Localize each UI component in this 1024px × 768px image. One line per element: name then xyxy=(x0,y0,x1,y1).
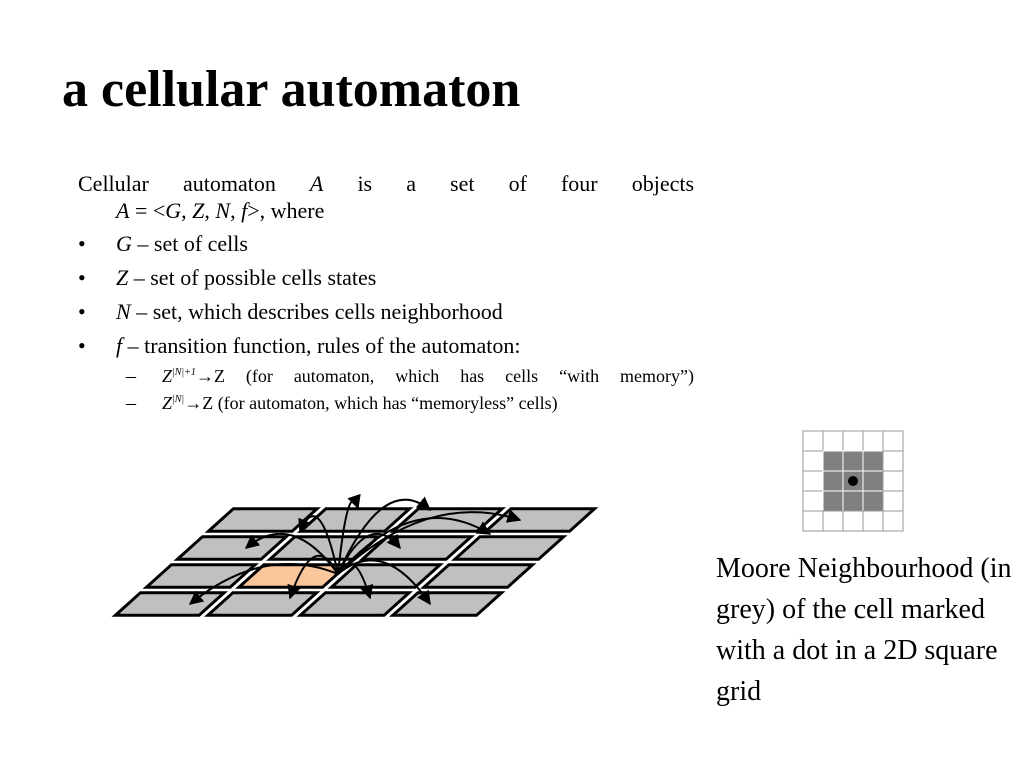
moore-grid-cell xyxy=(882,510,904,532)
moore-neighbourhood-grid xyxy=(802,430,904,532)
moore-grid-cell xyxy=(822,430,844,452)
bullet-marker: • xyxy=(78,299,86,324)
perspective-grid-diagram xyxy=(111,493,599,617)
sub-item-with-memory: – Z|N|+1→Z (for automaton, which has cel… xyxy=(126,365,694,387)
moore-grid-cell xyxy=(802,430,824,452)
transition-arrow xyxy=(298,515,339,575)
grid-cell xyxy=(451,535,568,561)
grid-cell xyxy=(389,591,506,617)
transition-arrow xyxy=(337,559,431,606)
moore-grid-cell xyxy=(822,510,844,532)
grid-cell xyxy=(420,563,537,589)
center-cell xyxy=(235,563,352,589)
moore-grid-cell xyxy=(862,510,884,532)
moore-neighbour-cell xyxy=(862,490,884,512)
transition-arrow xyxy=(337,493,361,575)
grid-cell xyxy=(296,591,413,617)
transition-arrow xyxy=(337,516,492,575)
bullet-item: • G – set of cells xyxy=(78,231,248,256)
grid-cell xyxy=(173,535,290,561)
transition-arrow xyxy=(244,533,339,575)
moore-neighbour-cell xyxy=(862,470,884,492)
bullet-item: • Z – set of possible cells states xyxy=(78,265,377,290)
moore-grid-cell xyxy=(802,490,824,512)
moore-grid-cell xyxy=(882,430,904,452)
sub-item-memoryless: – Z|N|→Z (for automaton, which has “memo… xyxy=(126,392,558,414)
moore-neighbour-cell xyxy=(822,450,844,472)
moore-neighbour-cell xyxy=(822,490,844,512)
moore-neighbour-cell xyxy=(842,490,864,512)
bullet-marker: • xyxy=(78,265,86,290)
sub-bullet-marker: – xyxy=(126,365,136,387)
moore-grid-cell xyxy=(842,510,864,532)
bullet-item: • f – transition function, rules of the … xyxy=(78,333,521,358)
moore-caption: Moore Neighbourhood (in grey) of the cel… xyxy=(716,553,1012,707)
intro-line-1: Cellular automaton A is a set of four ob… xyxy=(78,171,695,196)
transition-arrow xyxy=(337,496,432,575)
moore-neighbour-cell xyxy=(842,450,864,472)
bullet-item: • N – set, which describes cells neighbo… xyxy=(78,299,503,324)
definition-text: Cellular automaton A is a set of four ob… xyxy=(78,170,694,420)
moore-grid-cell xyxy=(862,430,884,452)
grid-cell xyxy=(358,535,475,561)
moore-grid-cell xyxy=(882,450,904,472)
transition-arrow xyxy=(337,509,522,575)
moore-grid-cell xyxy=(802,470,824,492)
slide-title: a cellular automaton xyxy=(62,61,521,118)
moore-grid-cell xyxy=(842,430,864,452)
moore-grid-cell xyxy=(802,510,824,532)
intro-line-2: A = <G, Z, N, f>, where xyxy=(116,198,325,223)
moore-grid-border xyxy=(802,430,904,532)
sub-bullet-marker: – xyxy=(126,392,136,414)
grid-cell xyxy=(142,563,259,589)
bullet-marker: • xyxy=(78,231,86,256)
transition-arrow xyxy=(337,532,401,575)
marked-cell-dot xyxy=(848,476,858,486)
transition-arrow xyxy=(188,563,339,605)
grid-cell xyxy=(482,507,599,533)
moore-grid-cell xyxy=(802,450,824,472)
moore-grid-cell xyxy=(882,490,904,512)
moore-neighbour-cell xyxy=(862,450,884,472)
transition-arrow xyxy=(287,554,339,600)
grid-cell xyxy=(204,507,321,533)
grid-cell xyxy=(111,591,228,617)
moore-grid-cell xyxy=(882,470,904,492)
moore-neighbour-cell xyxy=(822,470,844,492)
bullet-marker: • xyxy=(78,333,86,358)
grid-cell xyxy=(204,591,321,617)
